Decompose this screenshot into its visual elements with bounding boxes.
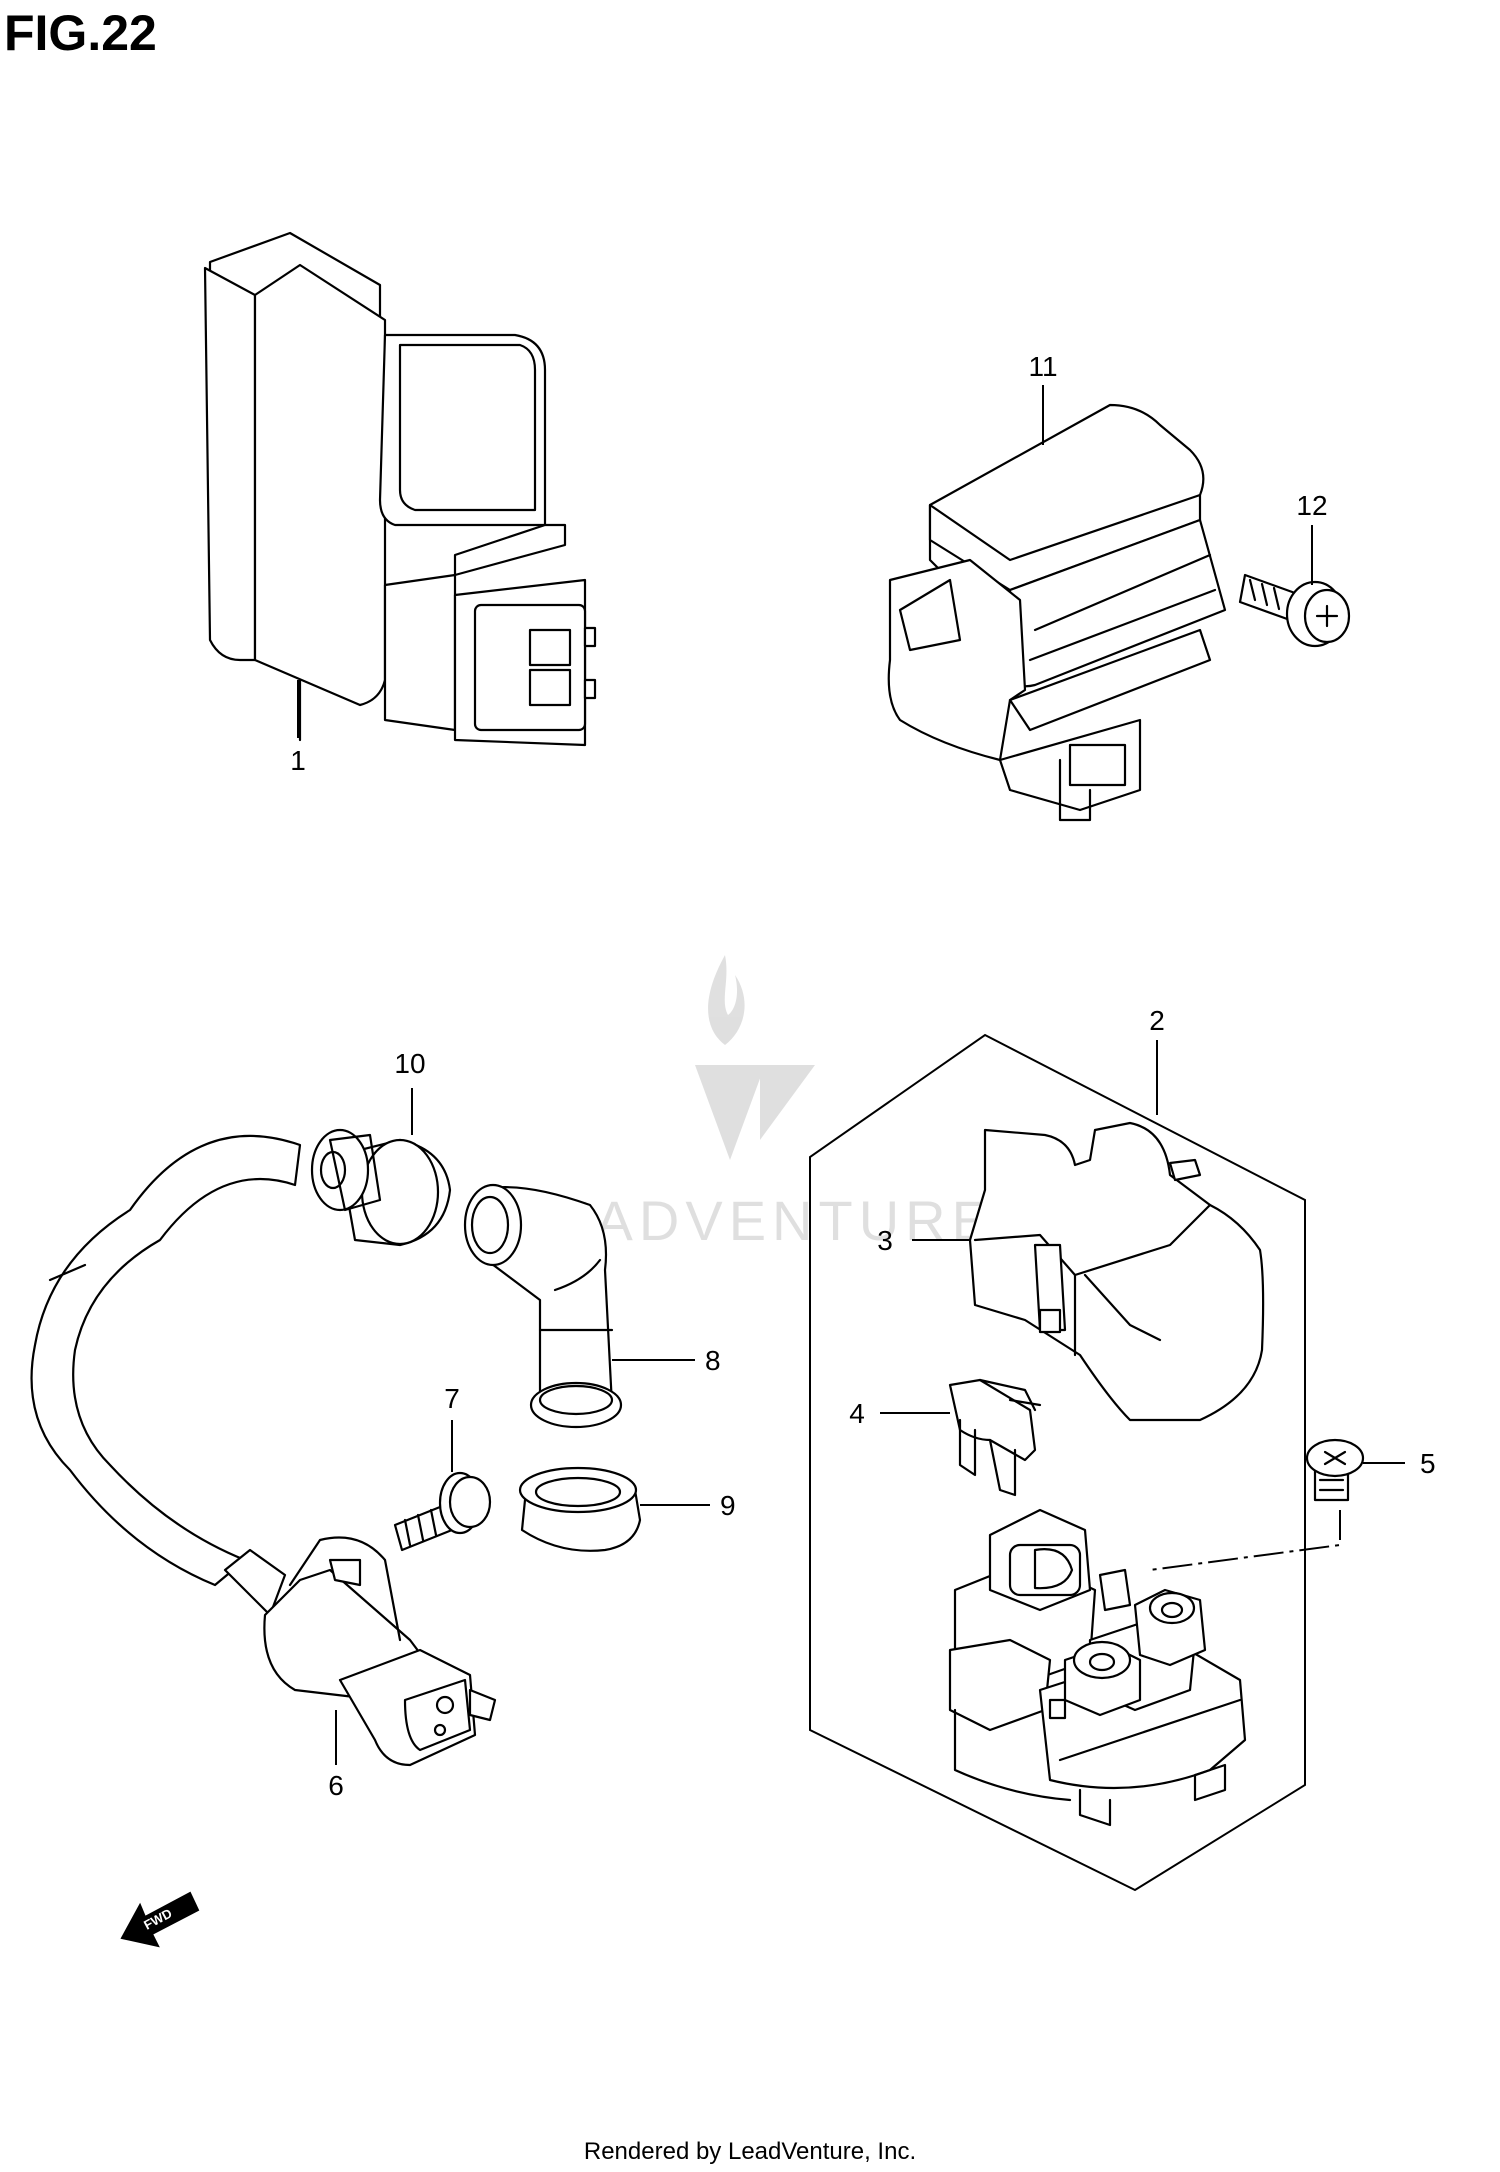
callout-3[interactable]: 3 (877, 1225, 893, 1256)
fwd-direction-arrow: FWD (120, 1891, 200, 1948)
part-7-bolt[interactable] (393, 1471, 492, 1552)
callout-5[interactable]: 5 (1420, 1448, 1436, 1479)
figure-title: FIG.22 (4, 5, 157, 61)
fwd-arrow-icon (120, 1891, 200, 1948)
part-5-screw[interactable] (1305, 1438, 1365, 1502)
part-5-dashed-leader (1149, 1510, 1341, 1571)
callout-7[interactable]: 7 (444, 1383, 460, 1414)
callout-11[interactable]: 11 (1028, 351, 1057, 382)
part-9-cap-ring[interactable] (518, 1466, 642, 1552)
watermark: LEADVENTURE (515, 955, 989, 1252)
callout-12[interactable]: 12 (1296, 490, 1327, 521)
callout-8[interactable]: 8 (705, 1345, 721, 1376)
callout-10[interactable]: 10 (394, 1048, 425, 1079)
assembly-2-outline (809, 1033, 1306, 1892)
part-2-starter-relay[interactable] (948, 1508, 1247, 1827)
callout-4[interactable]: 4 (849, 1398, 865, 1429)
part-11-regulator[interactable] (887, 403, 1227, 822)
callout-1[interactable]: 1 (290, 745, 306, 776)
part-8-spark-plug-cap[interactable] (463, 1183, 623, 1429)
callout-6[interactable]: 6 (328, 1770, 344, 1801)
part-12-bolt[interactable] (1238, 573, 1351, 648)
callout-2[interactable]: 2 (1149, 1005, 1165, 1036)
part-3-relay-cover[interactable] (968, 1121, 1265, 1422)
part-1-cdi-unit[interactable] (203, 231, 597, 747)
part-4-fuse[interactable] (948, 1378, 1042, 1497)
render-credit: Rendered by LeadVenture, Inc. (583, 2138, 917, 2165)
callout-9[interactable]: 9 (720, 1490, 736, 1521)
part-6-ignition-coil[interactable] (30, 1134, 497, 1767)
part-10-grommet[interactable] (310, 1128, 452, 1247)
